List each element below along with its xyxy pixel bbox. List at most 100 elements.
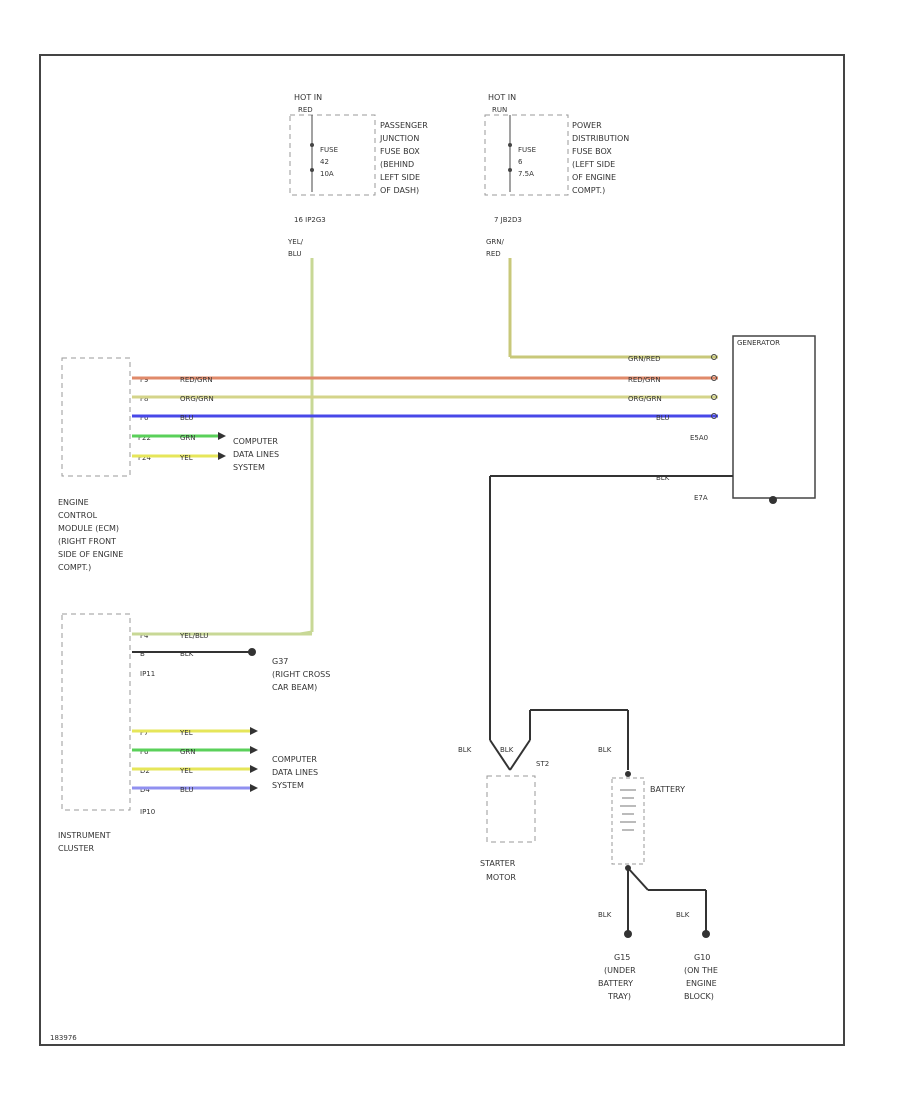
starter-label-0: STARTER [480,859,516,868]
starter-box [486,775,536,843]
cluster-pin-bottom-1: F6 [140,748,149,756]
ecm-data-lines-0: COMPUTER [233,437,278,446]
ecm-label-2: MODULE (ECM) [58,524,119,533]
fuse-left-terminal-top [310,143,314,147]
ecm-label-5: COMPT.) [58,563,91,572]
cluster-ground-label-0: G37 [272,657,288,666]
ecm-pin-4: F24 [138,454,151,462]
fuse-left-group: HOT IN RED FUSE 42 10A PASSENGER JUNCTIO… [287,93,428,258]
fuse-right-hot-state: RUN [492,106,507,114]
fuse-right-amp: 7.5A [518,170,534,178]
fuse-right-location-5: COMPT.) [572,186,605,195]
cluster-pin-bottom-3: D4 [140,786,150,794]
generator-box [732,335,816,499]
generator-terminal [711,394,717,400]
cluster-box [61,613,131,811]
cluster-pin-bottom-2: D2 [140,767,150,775]
arrow-icon [250,784,258,792]
cluster-group: F4 B YEL/BLU BLK IP11 G37 (RIGHT CROSS C… [58,613,330,853]
cluster-pin-top-0: F4 [140,632,149,640]
cluster-pin-bottom-0: F7 [140,729,148,737]
battery-ground-right-0: G10 [694,953,710,962]
cluster-data-lines-2: SYSTEM [272,781,304,790]
cluster-connector-bottom: IP10 [140,808,155,816]
cluster-label-0: INSTRUMENT [58,831,111,840]
ecm-label-1: CONTROL [58,511,98,520]
starter-group: BLK BLK ST2 STARTER MOTOR [458,709,629,882]
arrow-icon [250,727,258,735]
fuse-box-right [484,114,569,196]
battery-group: BLK BATTERY BLK BLK G15 (UNDER BATTERY T… [598,746,718,1001]
ground-icon [769,496,777,504]
fuse-box-left [289,114,376,196]
fuse-right-label: FUSE [518,146,536,154]
fuse-left-location-2: FUSE BOX [380,147,420,156]
fuse-right-location-0: POWER [572,121,602,130]
cluster-data-lines-0: COMPUTER [272,755,317,764]
battery-box [611,777,645,865]
fuse-right-wire-color-1: RED [486,250,501,258]
arrow-icon [250,765,258,773]
cluster-data-lines-1: DATA LINES [272,768,318,777]
fuse-right-connector: 7 JB2D3 [494,216,522,224]
battery-wire-top: BLK [598,746,612,754]
battery-ground-right-3: BLOCK) [684,992,714,1001]
battery-ground-left-1: (UNDER [604,966,636,975]
generator-wire-3: BLU [656,414,669,422]
fuse-left-location-1: JUNCTION [379,134,419,143]
battery-terminal-positive [625,771,631,777]
battery-label: BATTERY [650,785,685,794]
ecm-wire-2: BLU [180,414,193,422]
fuse-right-location-3: (LEFT SIDE [572,160,615,169]
fuse-left-label: FUSE [320,146,338,154]
fuse-left-wire-color-1: BLU [288,250,301,258]
ecm-pin-0: F9 [140,376,148,384]
fuse-right-terminal-bottom [508,168,512,172]
ecm-wire-0: RED/GRN [180,376,213,384]
wire-blk-to-starter-bend [489,739,511,771]
diagram-code: 183976 [50,1034,77,1042]
cluster-wire-top-0: YEL/BLU [179,632,208,640]
generator-ground: E7A [694,494,708,502]
ecm-box [61,357,131,477]
fuse-right-group: HOT IN RUN FUSE 6 7.5A POWER DISTRIBUTIO… [484,93,629,258]
ecm-label-4: SIDE OF ENGINE [58,550,123,559]
ecm-pin-2: F6 [140,414,149,422]
fuse-left-hot-state: RED [298,106,313,114]
battery-ground-right-1: (ON THE [684,966,718,975]
battery-ground-left-0: G15 [614,953,630,962]
generator-terminal [711,413,717,419]
ecm-label-3: (RIGHT FRONT [58,537,116,546]
fuse-left-location-5: OF DASH) [380,186,419,195]
ecm-pin-3: F22 [138,434,151,442]
starter-label-1: MOTOR [486,873,516,882]
wire-blk-battery-branch [627,867,649,891]
fuse-left-amp: 10A [320,170,334,178]
cluster-wire-bottom-1: GRN [180,748,196,756]
ecm-data-lines-1: DATA LINES [233,450,279,459]
ecm-wire-3: GRN [180,434,196,442]
cluster-ground-label-2: CAR BEAM) [272,683,317,692]
generator-ground-wire: BLK [656,474,670,482]
cluster-ground-label-1: (RIGHT CROSS [272,670,330,679]
generator-group: GENERATOR GRN/RED RED/GRN ORG/GRN BLU E5… [490,335,816,504]
ecm-wire-1: ORG/GRN [180,395,214,403]
generator-wire-0: GRN/RED [628,355,661,363]
ecm-wire-4: YEL [179,454,193,462]
generator-wire-1: RED/GRN [628,376,661,384]
wire-blk-starter-join [509,739,531,771]
fuse-left-location-3: (BEHIND [380,160,414,169]
ecm-pin-1: F8 [140,395,148,403]
fuse-left-wire-color-0: YEL/ [287,238,304,246]
arrow-icon [250,746,258,754]
arrow-icon [218,452,226,460]
cluster-label-1: CLUSTER [58,844,95,853]
generator-connector: E5A0 [690,434,708,442]
fuse-right-location-2: FUSE BOX [572,147,612,156]
cluster-pin-top-1: B [140,650,145,658]
fuse-left-location-0: PASSENGER [380,121,428,130]
cluster-wire-bottom-3: BLU [180,786,193,794]
fuse-right-hot-in: HOT IN [488,93,516,102]
battery-ground-left-2: BATTERY [598,979,633,988]
